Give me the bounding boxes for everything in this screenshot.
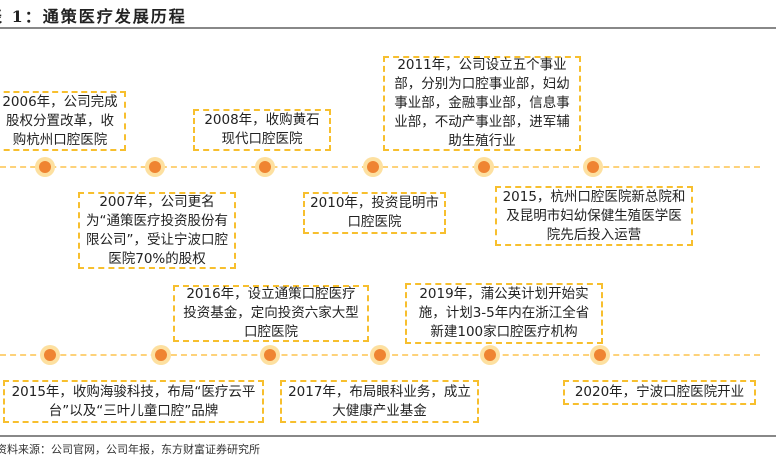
timeline-dot <box>155 349 167 361</box>
source-note: 资料来源：公司官网，公司年报，东方财富证券研究所 <box>0 443 260 456</box>
event-2016: 2016年，设立通策口腔医疗投资基金，定向投资六家大型口腔医院 <box>173 285 369 342</box>
event-2015-hospitals: 2015，杭州口腔医院新总院和及昆明市妇幼保健生殖医学医院先后投入运营 <box>495 186 693 246</box>
event-2020: 2020年，宁波口腔医院开业 <box>563 380 756 405</box>
figure-title: 表 1：通策医疗发展历程 <box>0 7 187 26</box>
timeline-dot <box>367 161 379 173</box>
event-2008: 2008年，收购黄石现代口腔医院 <box>193 109 331 151</box>
timeline-dot <box>478 161 490 173</box>
event-2015-acquisition: 2015年，收购海骏科技，布局“医疗云平台”以及“三叶儿童口腔”品牌 <box>3 380 264 423</box>
event-2010: 2010年，投资昆明市口腔医院 <box>303 192 446 234</box>
timeline-dot <box>44 349 56 361</box>
timeline-dot <box>484 349 496 361</box>
event-2006: 2006年，公司完成股权分置改革，收购杭州口腔医院 <box>0 91 126 151</box>
timeline-dot <box>587 161 599 173</box>
timeline-top <box>0 166 760 168</box>
timeline-dot <box>264 349 276 361</box>
timeline-dot <box>259 161 271 173</box>
timeline-dot <box>39 161 51 173</box>
timeline-dot <box>149 161 161 173</box>
event-2007: 2007年，公司更名为“通策医疗投资股份有限公司”，受让宁波口腔医院70%的股权 <box>78 192 236 269</box>
timeline-dot <box>374 349 386 361</box>
source-divider <box>0 435 776 437</box>
event-2017: 2017年，布局眼科业务，成立大健康产业基金 <box>280 380 479 423</box>
timeline-dot <box>594 349 606 361</box>
event-2019: 2019年，蒲公英计划开始实施，计划3-5年内在浙江全省新建100家口腔医疗机构 <box>405 283 603 344</box>
title-divider <box>0 27 776 29</box>
event-2011: 2011年，公司设立五个事业部，分别为口腔事业部，妇幼事业部，金融事业部，信息事… <box>383 56 581 151</box>
